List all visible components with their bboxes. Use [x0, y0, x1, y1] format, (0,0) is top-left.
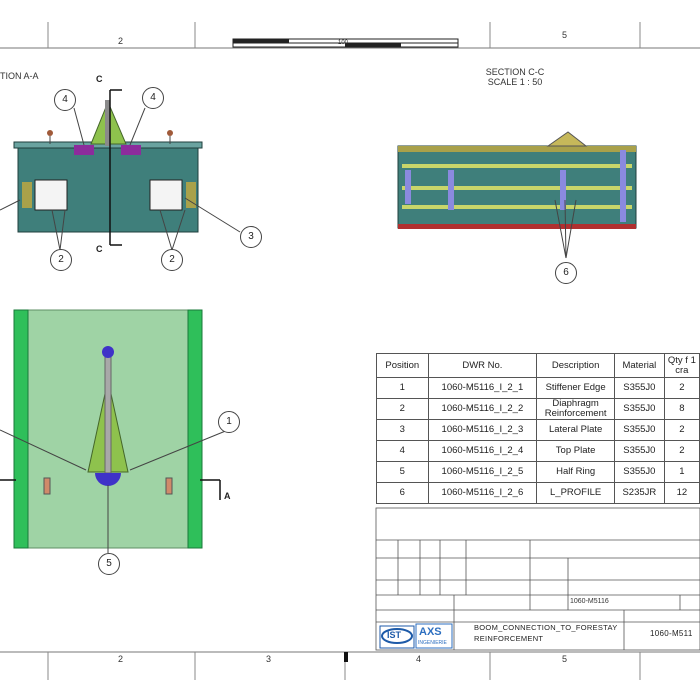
bom-cell-qty: 2: [663, 377, 700, 399]
bom-cell-material: S355J0: [613, 461, 665, 483]
section-cc-scale: SCALE 1 : 50: [487, 77, 543, 87]
drawing-title-line-1: BOOM_CONNECTION_TO_FORESTAY: [474, 623, 618, 632]
zone-label-bottom-4: 4: [416, 654, 422, 664]
bom-header-qty: Qty f 1 cra: [663, 353, 700, 378]
title-block-grid: [375, 507, 700, 651]
bom-cell-qty: 12: [663, 482, 700, 504]
bom-cell-material: S355J0: [613, 398, 665, 420]
balloon-2-left: 2: [50, 249, 72, 271]
section-cc-view: [397, 131, 637, 259]
bom-cell-dwr: 1060-M5116_I_2_1: [427, 377, 538, 399]
bom-cell-position: 5: [376, 461, 429, 483]
bom-cell-material: S355J0: [613, 377, 665, 399]
bom-cell-qty: 1: [663, 461, 700, 483]
section-aa-title: TION A-A: [0, 71, 39, 81]
section-cc-title: SECTION C-C: [485, 67, 545, 77]
drawing-title-line-2: REINFORCEMENT: [474, 634, 544, 643]
bom-row: 5 1060-M5116_I_2_5 Half Ring S355J0 1: [376, 461, 700, 483]
bom-header-description: Description: [536, 353, 615, 378]
ist-logo-text: IST: [387, 630, 402, 640]
axs-logo-text: AXS: [419, 626, 442, 638]
bom-cell-description: Diaphragm Reinforcement: [536, 398, 615, 420]
bom-row: 3 1060-M5116_I_2_3 Lateral Plate S355J0 …: [376, 419, 700, 441]
bill-of-materials-table: Position DWR No. Description Material Qt…: [376, 353, 700, 504]
bom-cell-qty: 8: [663, 398, 700, 420]
zone-label-bottom-5: 5: [562, 654, 568, 664]
balloon-2-right: 2: [161, 249, 183, 271]
balloon-3: 3: [240, 226, 262, 248]
bom-cell-dwr: 1060-M5116_I_2_5: [427, 461, 538, 483]
cut-label-c-bottom: C: [96, 244, 103, 254]
bom-cell-qty: 2: [663, 440, 700, 462]
bom-cell-material: S355J0: [613, 440, 665, 462]
ist-logo: [379, 625, 415, 649]
balloon-5: 5: [98, 553, 120, 575]
section-aa-view: [0, 89, 241, 251]
bom-row: 2 1060-M5116_I_2_2 Diaphragm Reinforceme…: [376, 398, 700, 420]
cut-label-c-top: C: [96, 74, 103, 84]
scale-bar-label: 100: [338, 40, 349, 46]
zone-label-top-2: 2: [118, 36, 124, 46]
bom-cell-description: Stiffener Edge: [536, 377, 615, 399]
bom-cell-position: 2: [376, 398, 429, 420]
bom-cell-dwr: 1060-M5116_I_2_4: [427, 440, 538, 462]
bom-cell-description: Half Ring: [536, 461, 615, 483]
bom-cell-material: S355J0: [613, 419, 665, 441]
bom-cell-dwr: 1060-M5116_I_2_2: [427, 398, 538, 420]
bom-header-material: Material: [613, 353, 665, 378]
bom-header-position: Position: [376, 353, 429, 378]
balloon-6: 6: [555, 262, 577, 284]
axs-logo-subtext: INGENIERIE: [418, 640, 447, 646]
plan-view: [0, 309, 229, 553]
cut-label-a: A: [224, 491, 231, 501]
bom-cell-position: 4: [376, 440, 429, 462]
bom-header-row: Position DWR No. Description Material Qt…: [376, 353, 700, 378]
bom-header-dwr: DWR No.: [427, 353, 538, 378]
zone-label-top-5: 5: [562, 30, 568, 40]
bom-cell-position: 3: [376, 419, 429, 441]
scale-bar: [232, 38, 459, 662]
zone-label-bottom-3: 3: [266, 654, 272, 664]
bom-cell-dwr: 1060-M5116_I_2_3: [427, 419, 538, 441]
zone-label-bottom-2: 2: [118, 654, 124, 664]
bom-cell-position: 6: [376, 482, 429, 504]
bom-cell-material: S235JR: [613, 482, 665, 504]
axs-logo: [415, 623, 453, 649]
bom-cell-position: 1: [376, 377, 429, 399]
bom-row: 6 1060-M5116_I_2_6 L_PROFILE S235JR 12: [376, 482, 700, 504]
bom-cell-description: L_PROFILE: [536, 482, 615, 504]
bom-row: 1 1060-M5116_I_2_1 Stiffener Edge S355J0…: [376, 377, 700, 399]
balloon-4-right: 4: [142, 87, 164, 109]
title-block-drawing-number-cell: 1060-M5116: [570, 598, 609, 605]
drawing-number: 1060-M511: [650, 629, 693, 638]
bom-cell-dwr: 1060-M5116_I_2_6: [427, 482, 538, 504]
bom-cell-description: Top Plate: [536, 440, 615, 462]
balloon-4-left: 4: [54, 89, 76, 111]
balloon-1: 1: [218, 411, 240, 433]
bom-cell-qty: 2: [663, 419, 700, 441]
bom-row: 4 1060-M5116_I_2_4 Top Plate S355J0 2: [376, 440, 700, 462]
bom-cell-description: Lateral Plate: [536, 419, 615, 441]
